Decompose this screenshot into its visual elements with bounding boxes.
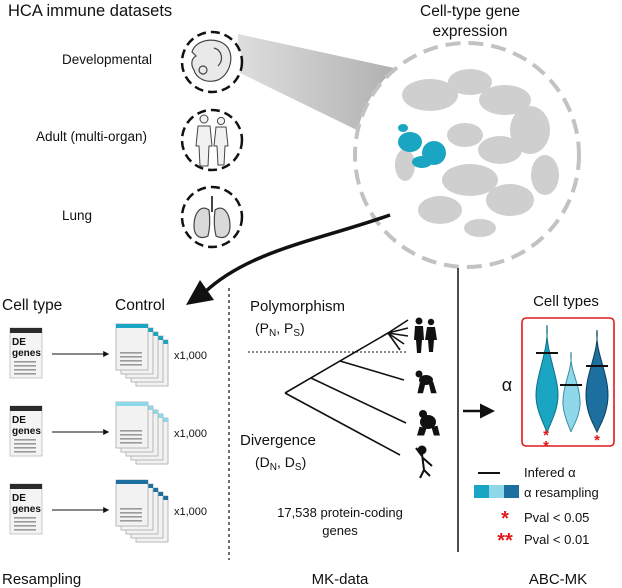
violin-3 bbox=[585, 329, 609, 434]
legend-p05-label: Pval < 0.05 bbox=[524, 510, 589, 525]
de-label-line1: DE bbox=[12, 337, 26, 348]
legend-swatch-1 bbox=[474, 485, 489, 498]
legend-swatch-3 bbox=[504, 485, 519, 498]
legend-inferred-label: Infered α bbox=[524, 465, 576, 480]
phylogenetic-tree bbox=[284, 319, 409, 456]
chimpanzee-icon bbox=[415, 370, 437, 394]
resampling-section-label: Resampling bbox=[2, 571, 81, 588]
human-pair-icon bbox=[414, 317, 437, 353]
de-label-line1: DE bbox=[12, 493, 26, 504]
de-label-line1: DE bbox=[12, 415, 26, 426]
abc-section-label: ABC-MK bbox=[529, 571, 587, 588]
polymorphism-sub: (PN, PS) bbox=[255, 320, 305, 339]
cell-types-title: Cell types bbox=[533, 293, 599, 310]
lungs-icon bbox=[180, 185, 244, 249]
umap-expression-plot bbox=[353, 41, 581, 269]
dataset-label-adult: Adult (multi-organ) bbox=[36, 129, 147, 144]
violin-2 bbox=[560, 351, 582, 433]
multiplier-label: x1,000 bbox=[174, 350, 207, 362]
divergence-sub: (DN, DS) bbox=[255, 454, 306, 473]
expression-title-line1: Cell-type gene bbox=[420, 3, 520, 20]
orangutan-icon bbox=[415, 445, 433, 479]
legend-resampling-label: α resampling bbox=[524, 485, 599, 500]
control-document-stack bbox=[115, 401, 169, 465]
alpha-axis-label: α bbox=[502, 375, 512, 395]
multiplier-label: x1,000 bbox=[174, 428, 207, 440]
de-label-line2: genes bbox=[12, 348, 41, 359]
legend-swatch-2 bbox=[489, 485, 504, 498]
violin-star-1b: * bbox=[543, 438, 549, 455]
control-document-stack bbox=[115, 479, 169, 543]
dataset-label-lung: Lung bbox=[62, 208, 92, 223]
fetus-icon bbox=[180, 30, 244, 94]
genes-count-line2: genes bbox=[322, 523, 358, 538]
violin-star-3: * bbox=[594, 432, 600, 449]
control-document-stack bbox=[115, 323, 169, 387]
legend-star-single: * bbox=[501, 508, 509, 530]
divergence-label: Divergence bbox=[240, 432, 316, 449]
dataset-label-developmental: Developmental bbox=[62, 52, 152, 67]
expression-title-line2: expression bbox=[433, 23, 508, 40]
adult-humans-icon bbox=[180, 108, 244, 172]
gorilla-icon bbox=[417, 410, 440, 436]
legend-p01-label: Pval < 0.01 bbox=[524, 532, 589, 547]
de-label-line2: genes bbox=[12, 426, 41, 437]
multiplier-label: x1,000 bbox=[174, 506, 207, 518]
violin-star-1a: * bbox=[543, 427, 549, 444]
polymorphism-label: Polymorphism bbox=[250, 298, 345, 315]
de-label-line2: genes bbox=[12, 504, 41, 515]
legend-star-double: ** bbox=[497, 530, 513, 552]
violin-plot: * * * bbox=[535, 324, 609, 455]
control-label: Control bbox=[115, 297, 165, 314]
violin-1 bbox=[535, 324, 559, 434]
flow-arrow bbox=[203, 213, 391, 294]
datasets-title: HCA immune datasets bbox=[8, 2, 172, 20]
violin-stars: * * * bbox=[543, 427, 600, 455]
genes-count-line1: 17,538 protein-coding bbox=[277, 505, 403, 520]
mk-section-label: MK-data bbox=[312, 571, 369, 588]
cell-type-label: Cell type bbox=[2, 297, 62, 314]
flow-arrow-head bbox=[186, 280, 214, 305]
legend: Infered α α resampling * Pval < 0.05 ** … bbox=[474, 465, 599, 552]
